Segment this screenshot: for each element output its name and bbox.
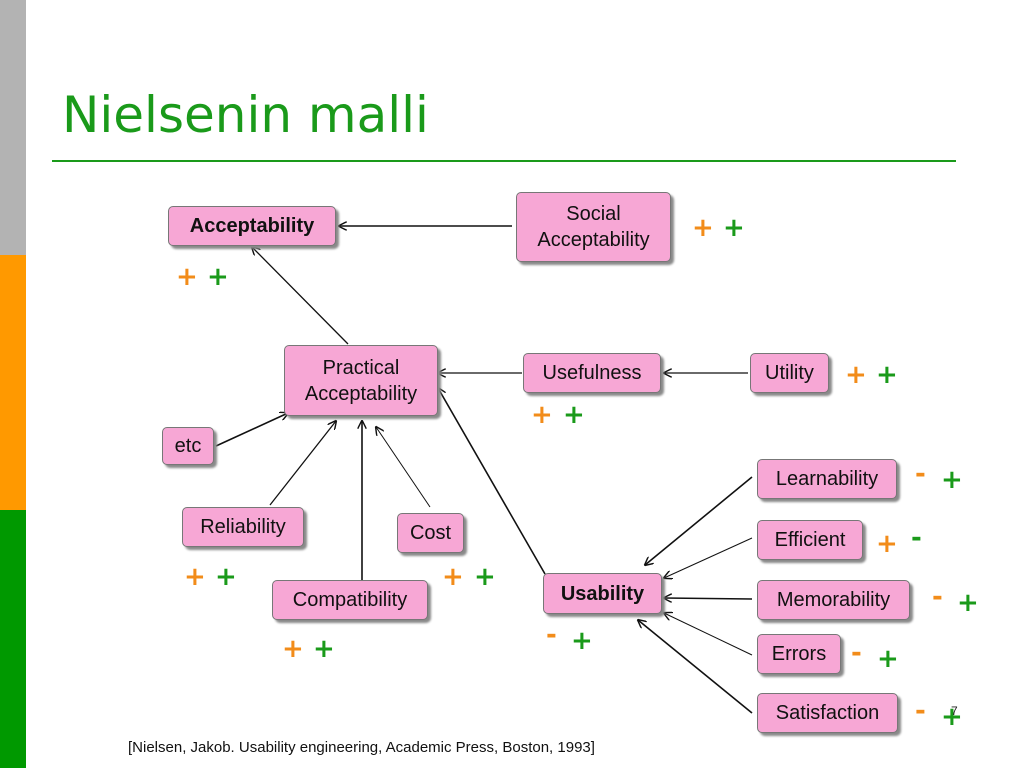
node-efficient-label: Efficient: [774, 529, 846, 551]
page-number: 7: [951, 704, 958, 718]
node-social-line2: Acceptability: [537, 229, 650, 251]
node-learnability: Learnability: [757, 459, 897, 499]
sign-efficient-2: -: [911, 523, 922, 553]
node-utility: Utility: [750, 353, 829, 393]
node-social-line1: Social: [566, 203, 621, 225]
arrow-practical-to-acceptability: [252, 247, 349, 345]
title-underline: [52, 160, 956, 162]
node-satisfaction: Satisfaction: [757, 693, 898, 733]
sign-compatibility-2: +: [313, 634, 335, 664]
node-learnability-label: Learnability: [775, 468, 879, 490]
node-usability: Usability: [543, 573, 662, 614]
sign-reliability-1: +: [184, 562, 206, 592]
sign-social-2: +: [723, 213, 745, 243]
sign-memorability-2: +: [957, 588, 979, 618]
arrow-reliability-to-practical: [269, 421, 336, 506]
node-practical-line1: Practical: [322, 356, 400, 379]
citation: [Nielsen, Jakob. Usability engineering, …: [128, 739, 595, 756]
node-etc: etc: [162, 427, 214, 465]
node-usability-label: Usability: [560, 582, 645, 605]
node-errors-label: Errors: [771, 643, 827, 665]
node-etc-label: etc: [174, 435, 202, 457]
sign-acceptability-1: +: [176, 262, 198, 292]
sign-cost-1: +: [442, 562, 464, 592]
node-errors: Errors: [757, 634, 841, 674]
sign-efficient-1: +: [876, 529, 898, 559]
node-reliability-label: Reliability: [200, 516, 286, 538]
arrow-cost-to-practical: [376, 427, 431, 508]
sign-memorability-1: -: [932, 582, 943, 612]
side-bar-gray: [0, 0, 26, 255]
sign-satisfaction-2: +: [941, 702, 963, 732]
sign-usability-1: -: [546, 620, 557, 650]
arrow-efficient-to-usability: [664, 537, 753, 578]
sign-usefulness-2: +: [563, 400, 585, 430]
sign-learnability-1: -: [915, 459, 926, 489]
side-bar-orange: [0, 255, 26, 510]
node-compatibility: Compatibility: [272, 580, 428, 620]
arrow-learnability-to-usability: [645, 476, 753, 565]
node-memorability-label: Memorability: [776, 589, 891, 611]
node-reliability: Reliability: [182, 507, 304, 547]
sign-utility-1: +: [845, 360, 867, 390]
sign-learnability-2: +: [941, 465, 963, 495]
arrow-memorability-to-usability: [664, 598, 753, 599]
sign-errors-1: -: [851, 638, 862, 668]
sign-satisfaction-1: -: [915, 696, 926, 726]
node-satisfaction-label: Satisfaction: [775, 702, 880, 724]
node-compatibility-label: Compatibility: [292, 589, 408, 611]
side-bar-green: [0, 510, 26, 768]
sign-errors-2: +: [877, 644, 899, 674]
sign-compatibility-1: +: [282, 634, 304, 664]
sign-acceptability-2: +: [207, 262, 229, 292]
sign-cost-2: +: [474, 562, 496, 592]
node-practical-line2: Acceptability: [304, 382, 418, 405]
node-usefulness: Usefulness: [523, 353, 661, 393]
arrow-usability-to-practical: [438, 388, 546, 575]
node-acceptability-label: Acceptability: [189, 215, 315, 237]
node-efficient: Efficient: [757, 520, 863, 560]
arrow-etc-to-practical: [215, 413, 288, 447]
node-usefulness-label: Usefulness: [542, 362, 642, 384]
arrow-errors-to-usability: [664, 613, 753, 656]
node-cost-label: Cost: [409, 522, 452, 544]
node-acceptability: Acceptability: [168, 206, 336, 246]
sign-utility-2: +: [876, 360, 898, 390]
arrow-satisfaction-to-usability: [638, 620, 753, 714]
sign-social-1: +: [692, 213, 714, 243]
sign-usability-2: +: [571, 626, 593, 656]
node-utility-label: Utility: [765, 362, 814, 384]
slide-title: Nielsenin malli: [62, 86, 429, 144]
sign-reliability-2: +: [215, 562, 237, 592]
node-cost: Cost: [397, 513, 464, 553]
node-memorability: Memorability: [757, 580, 910, 620]
sign-usefulness-1: +: [531, 400, 553, 430]
